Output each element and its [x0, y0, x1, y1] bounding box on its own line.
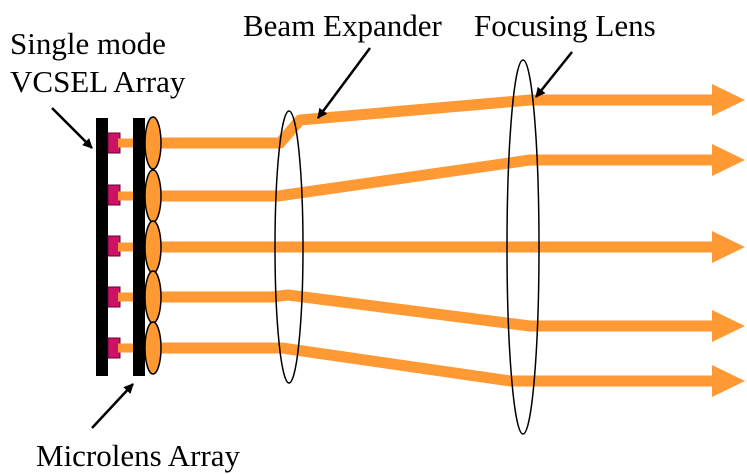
vcsel-array-label-line1: Single mode: [10, 26, 166, 61]
microlens-3: [144, 220, 162, 274]
beam-1: [156, 94, 712, 149]
beam-2-arrowhead: [712, 144, 745, 176]
microlens-5: [144, 321, 162, 375]
microlens-4: [144, 270, 162, 324]
pointer-focusing-lens: [535, 51, 573, 98]
vcsel-array-label-line2: VCSEL Array: [10, 64, 186, 99]
beam-1-arrowhead: [712, 84, 745, 116]
beam-expander-label: Beam Expander: [243, 8, 442, 43]
beam-2: [156, 154, 712, 202]
pointer-vcsel: [51, 107, 93, 149]
beam-5-arrowhead: [712, 365, 745, 397]
beam-expander-lens: [274, 110, 304, 384]
microlens-array-label: Microlens Array: [36, 438, 241, 473]
vcsel-substrate: [96, 118, 108, 376]
beam-5: [156, 342, 712, 387]
microlens-substrate: [133, 118, 145, 376]
pointer-microlens: [91, 383, 134, 429]
microlens-1: [144, 116, 162, 170]
beam-4-arrowhead: [712, 310, 745, 342]
focusing-lens-label: Focusing Lens: [474, 8, 656, 43]
pointer-beam-expander: [316, 47, 372, 119]
light-beams: [156, 84, 745, 397]
beam-3-arrowhead: [712, 231, 745, 263]
focusing-lens: [506, 59, 540, 435]
microlenses: [144, 116, 162, 375]
pointer-arrows: [51, 47, 573, 429]
beam-4: [156, 289, 712, 332]
microlens-2: [144, 169, 162, 223]
emitter-beam-segments: [118, 138, 134, 353]
